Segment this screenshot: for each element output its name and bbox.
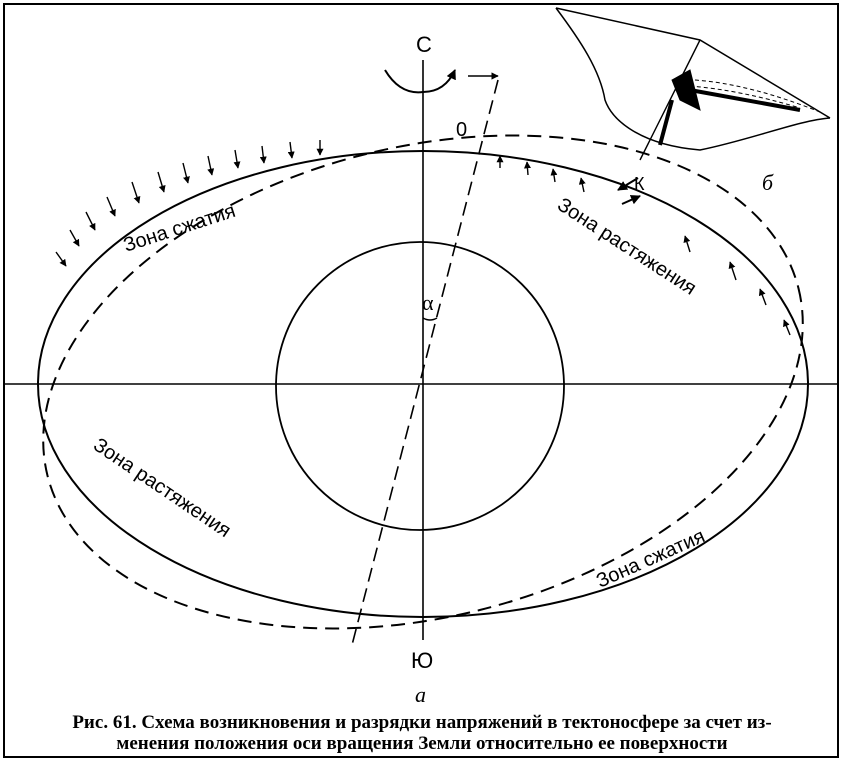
rotation-arrow-icon — [384, 69, 456, 94]
figure-caption: Рис. 61. Схема возникновения и разрядки … — [0, 712, 844, 754]
alpha-angle-arc — [422, 317, 438, 321]
compression-zone-top-label: Зона сжатия — [121, 200, 238, 257]
point-k-arrows — [617, 177, 641, 205]
north-label: С — [416, 32, 432, 57]
inclined-axis — [351, 79, 499, 646]
south-label: Ю — [411, 648, 433, 673]
extension-arrows-top-right — [496, 155, 791, 336]
alpha-label: α — [422, 290, 434, 315]
inner-core-circle — [275, 241, 565, 531]
solid-ellipse — [37, 150, 809, 618]
caption-line-1: Рис. 61. Схема возникновения и разрядки … — [72, 712, 772, 733]
compression-zone-bottom-label: Зона сжатия — [593, 525, 708, 592]
dashed-ellipse — [42, 134, 804, 630]
compression-arrows-top-left — [55, 140, 324, 267]
inset-fault-sketch — [555, 7, 831, 161]
tectonosphere-stress-diagram: С Ю 0 К α б а Зона сжатия Зона растяжени… — [5, 7, 838, 707]
k-label: К — [634, 174, 645, 194]
extension-zone-bottom-label: Зона растяжения — [89, 434, 235, 542]
panel-a-label: а — [415, 682, 426, 707]
panel-b-label: б — [762, 170, 774, 195]
figure-frame — [3, 3, 839, 758]
zero-label: 0 — [456, 119, 467, 141]
caption-line-2: менения положения оси вращения Земли отн… — [116, 733, 728, 754]
